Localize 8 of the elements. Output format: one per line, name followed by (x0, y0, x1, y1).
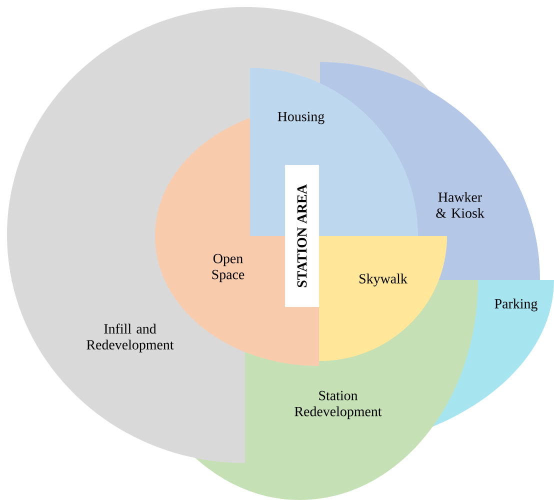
zone-label: Hawker & Kiosk (436, 192, 484, 218)
zone-label: Open Space (212, 254, 244, 282)
zone-label: Housing (278, 112, 324, 124)
zone-label: Skywalk (360, 274, 408, 286)
zone-label: Infill and Redevelopment (86, 324, 174, 352)
station-area-label: STATION AREA (285, 165, 319, 307)
zone-label: Station Redevelopment (294, 390, 382, 420)
zone-label: Parking (494, 298, 538, 312)
